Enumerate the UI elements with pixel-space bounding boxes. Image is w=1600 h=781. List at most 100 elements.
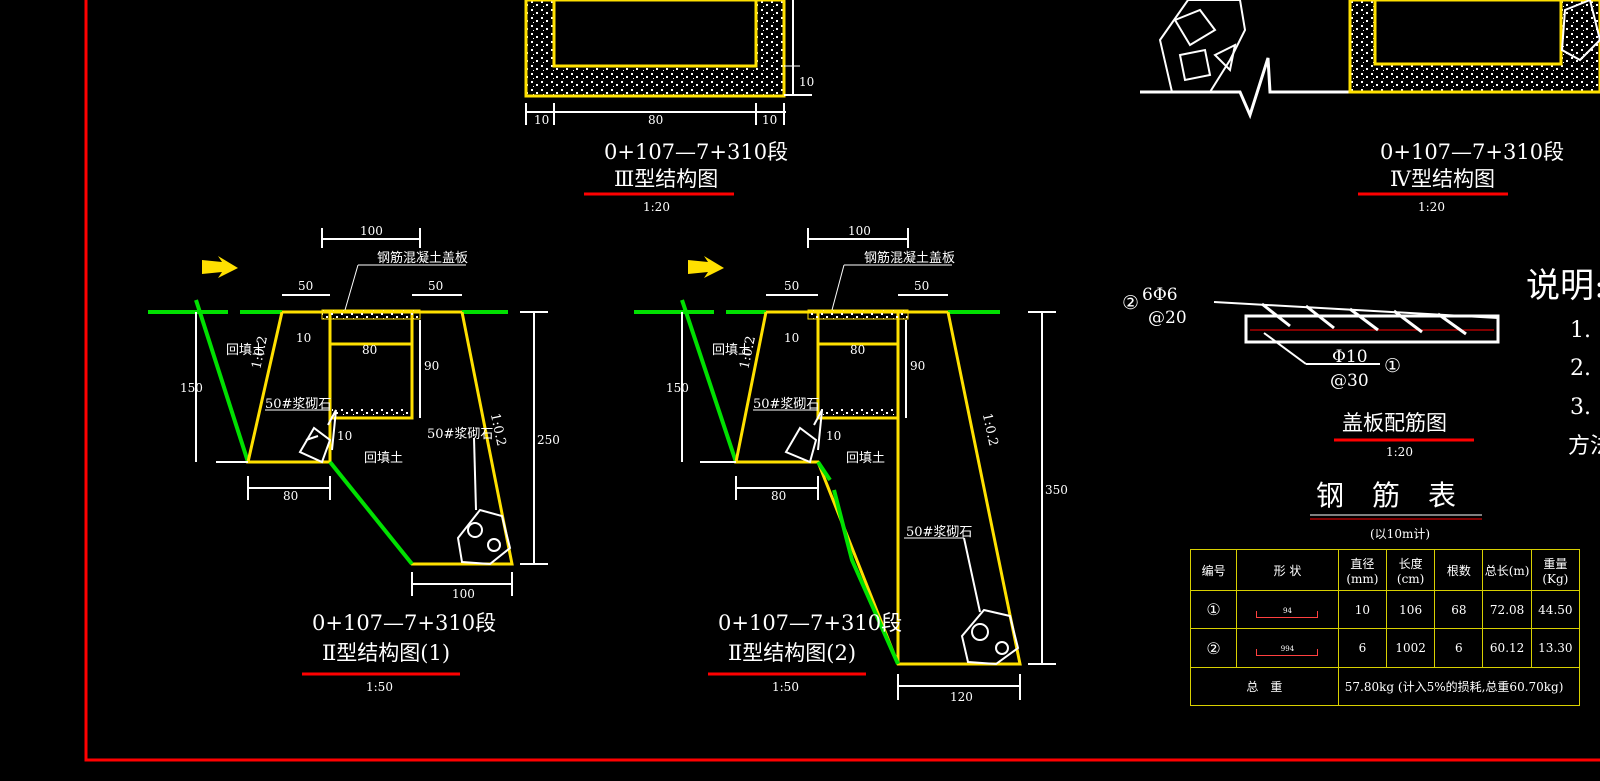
type3-chainage: 0+107—7+310段 xyxy=(604,140,788,164)
type2b-dim-bottom: 80 xyxy=(771,489,786,503)
table-total-row: 总 重 57.80kg (计入5%的损耗,总重60.70kg) xyxy=(1190,666,1581,707)
row2-dia: 6 xyxy=(1337,628,1388,668)
type3-dim-inner: 80 xyxy=(648,113,663,127)
type4-section: 0+107—7+310段 Ⅳ型结构图 1:20 xyxy=(1140,0,1600,214)
type2b-dim-depth: 150 xyxy=(666,381,689,395)
type2a-section: 100 50 50 10 80 90 10 150 250 80 100 钢筋混… xyxy=(148,224,560,694)
table-header-row: 编号 形 状 直径(mm) 长度(cm) 根数 总长(m) 重量(Kg) xyxy=(1189,548,1581,592)
row2-weight: 13.30 xyxy=(1530,628,1581,668)
type2a-dim-ten: 10 xyxy=(296,331,311,345)
col-count: 根数 xyxy=(1434,548,1484,592)
type2a-title: Ⅱ型结构图(1) xyxy=(322,641,450,665)
col-len: 长度(cm) xyxy=(1386,548,1436,592)
bar2-spec: 6Φ6 xyxy=(1142,285,1178,305)
row2-len: 1002 xyxy=(1386,628,1436,668)
notes-item-4: 方法 xyxy=(1568,434,1600,459)
type2b-dim-top: 100 xyxy=(848,224,871,238)
type2b-chainage: 0+107—7+310段 xyxy=(718,611,902,635)
type3-dim-height: 10 xyxy=(799,75,814,89)
row1-shape: 94 xyxy=(1236,590,1339,630)
total-value: 57.80kg (计入5%的损耗,总重60.70kg) xyxy=(1337,666,1581,707)
row1-dia: 10 xyxy=(1337,590,1388,630)
notes-item-2: 2. xyxy=(1570,356,1591,381)
col-total: 总长(m) xyxy=(1482,548,1532,592)
row2-no: ② xyxy=(1189,628,1238,668)
type3-section: 10 80 10 10 0+107—7+310段 Ⅲ型结构图 1:20 xyxy=(524,0,814,214)
type2a-label-cover: 钢筋混凝土盖板 xyxy=(377,250,468,266)
type2a-label-backfill: 回填土 xyxy=(226,343,265,358)
type2b-label-backfill: 回填土 xyxy=(712,343,751,358)
notes-item-1: 1. xyxy=(1570,318,1591,343)
type2b-dim-left: 50 xyxy=(784,279,799,293)
cover-rebar-drawing: ② 6Φ6 @20 Φ10 @30 ① 盖板配筋图 1:20 xyxy=(1122,285,1500,459)
table-row: ① 94 10 106 68 72.08 44.50 xyxy=(1189,590,1581,630)
type2b-dim-inner-w: 80 xyxy=(850,343,865,357)
type2b-dim-ten2: 10 xyxy=(826,429,841,443)
type2b-label-backfill2: 回填土 xyxy=(846,451,885,466)
type2b-label-cover: 钢筋混凝土盖板 xyxy=(864,250,955,266)
col-shape: 形 状 xyxy=(1236,548,1339,592)
type2b-dim-ten: 10 xyxy=(784,331,799,345)
type2b-dim-right: 50 xyxy=(914,279,929,293)
cover-rebar-scale: 1:20 xyxy=(1386,445,1413,459)
type2a-dim-bottom: 80 xyxy=(283,489,298,503)
type2a-dim-top: 100 xyxy=(360,224,383,238)
type2a-label-backfill2: 回填土 xyxy=(364,451,403,466)
notes-title: 说明: xyxy=(1526,266,1600,306)
type3-scale: 1:20 xyxy=(643,200,670,214)
type2b-scale: 1:50 xyxy=(772,680,799,694)
type2b-dim-inner-h: 90 xyxy=(910,359,925,373)
type2a-label-masonry2: 50#浆砌石 xyxy=(427,427,493,442)
rebar-table-title: 钢 筋 表 xyxy=(1316,479,1456,512)
notes-item-3: 3. xyxy=(1570,395,1591,420)
table-row: ② 994 6 1002 6 60.12 13.30 xyxy=(1189,628,1581,668)
type2b-dim-base: 120 xyxy=(950,690,973,704)
type2a-dim-ten2: 10 xyxy=(337,429,352,443)
col-weight: 重量(Kg) xyxy=(1530,548,1581,592)
type2b-label-masonry: 50#浆砌石 xyxy=(753,397,819,412)
type3-dim-left: 10 xyxy=(534,113,549,127)
row1-count: 68 xyxy=(1434,590,1484,630)
flow-arrow-icon-2 xyxy=(688,256,724,278)
type2a-label-slope2: 1:0.2 xyxy=(487,412,509,448)
row1-weight: 44.50 xyxy=(1530,590,1581,630)
type2b-title: Ⅱ型结构图(2) xyxy=(728,641,856,665)
total-label: 总 重 xyxy=(1190,666,1339,707)
row1-shape-label: 94 xyxy=(1256,607,1319,618)
row2-shape: 994 xyxy=(1236,628,1339,668)
row2-count: 6 xyxy=(1434,628,1484,668)
type2b-section: 100 50 50 10 80 90 10 150 350 80 120 钢筋混… xyxy=(634,224,1068,704)
bar1-spacing: @30 xyxy=(1330,371,1369,391)
type2b-label-masonry2: 50#浆砌石 xyxy=(906,525,972,540)
type2a-dim-right: 50 xyxy=(428,279,443,293)
row1-len: 106 xyxy=(1386,590,1436,630)
row1-no: ① xyxy=(1189,590,1238,630)
type2b-dim-total: 350 xyxy=(1045,483,1068,497)
type2a-chainage: 0+107—7+310段 xyxy=(312,611,496,635)
flow-arrow-icon xyxy=(202,256,238,278)
type2a-label-slope: 1:0.2 xyxy=(249,335,271,371)
type2a-dim-total: 250 xyxy=(537,433,560,447)
row2-total: 60.12 xyxy=(1482,628,1532,668)
row2-shape-label: 994 xyxy=(1256,646,1319,657)
type2a-dim-inner-w: 80 xyxy=(362,343,377,357)
bar2-num: ② xyxy=(1122,292,1139,314)
col-no: 编号 xyxy=(1189,548,1238,592)
bar2-spacing: @20 xyxy=(1148,308,1187,328)
type2a-dim-left: 50 xyxy=(298,279,313,293)
type4-scale: 1:20 xyxy=(1418,200,1445,214)
row1-total: 72.08 xyxy=(1482,590,1532,630)
type2a-scale: 1:50 xyxy=(366,680,393,694)
type2a-dim-depth: 150 xyxy=(180,381,203,395)
type3-title: Ⅲ型结构图 xyxy=(614,167,718,191)
rebar-table: 编号 形 状 直径(mm) 长度(cm) 根数 总长(m) 重量(Kg) ① 9… xyxy=(1189,548,1581,707)
type2a-dim-base: 100 xyxy=(452,587,475,601)
type4-chainage: 0+107—7+310段 xyxy=(1380,140,1564,164)
type2b-label-slope2: 1:0.2 xyxy=(979,412,1001,448)
type3-dim-right: 10 xyxy=(762,113,777,127)
type2a-label-masonry: 50#浆砌石 xyxy=(265,397,331,412)
notes: 说明: 1. 2. 3. 方法 xyxy=(1526,266,1600,459)
bar1-spec: Φ10 xyxy=(1332,347,1368,367)
drawing-frame xyxy=(84,0,1600,762)
type2b-label-slope: 1:0.2 xyxy=(737,335,759,371)
